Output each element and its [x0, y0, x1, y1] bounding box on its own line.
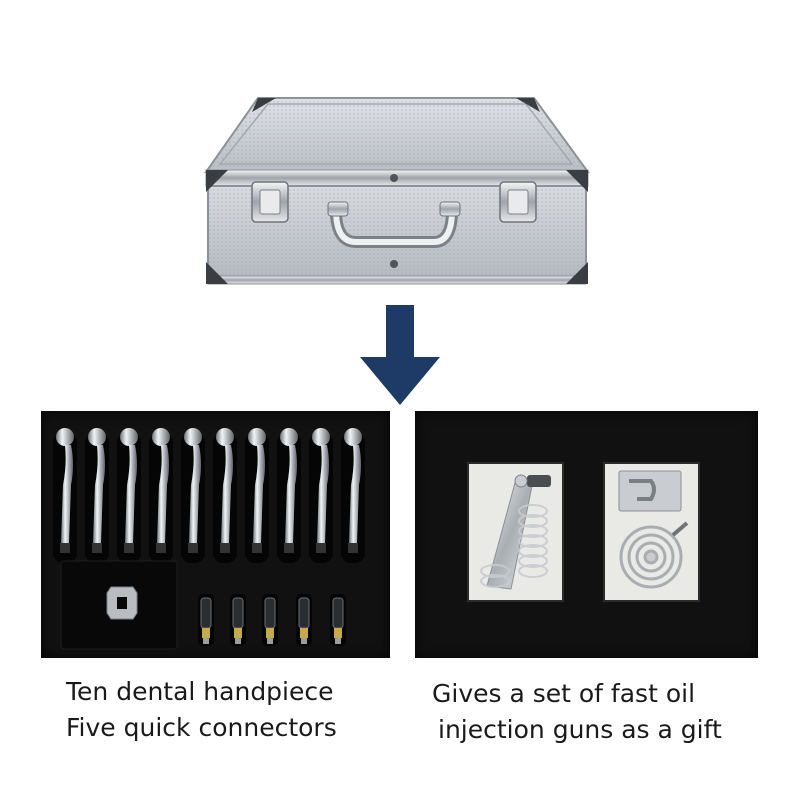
gift-foam-tray	[415, 411, 758, 658]
wrench-icon	[106, 586, 138, 620]
handpiece-set	[53, 428, 365, 650]
caption-left-line2: Five quick connectors	[66, 713, 337, 742]
handpiece-foam-tray	[41, 411, 390, 658]
caption-handpieces: Ten dental handpiece Five quick connecto…	[66, 674, 337, 746]
arrow-down-icon	[360, 305, 440, 405]
coiled-hose-icon	[619, 521, 689, 589]
caption-left-line1: Ten dental handpiece	[66, 677, 334, 706]
caption-right-line1: Gives a set of fast oil	[432, 679, 696, 708]
aluminum-case	[204, 97, 590, 285]
coiled-tube-icon	[480, 504, 548, 588]
handpiece-row	[53, 428, 365, 563]
mounting-bracket-icon	[618, 470, 682, 512]
caption-gift: Gives a set of fast oil injection guns a…	[432, 676, 722, 748]
quick-connector-row	[198, 594, 346, 646]
caption-right-line2: injection guns as a gift	[438, 715, 722, 744]
oil-injection-gun-set	[467, 462, 700, 602]
